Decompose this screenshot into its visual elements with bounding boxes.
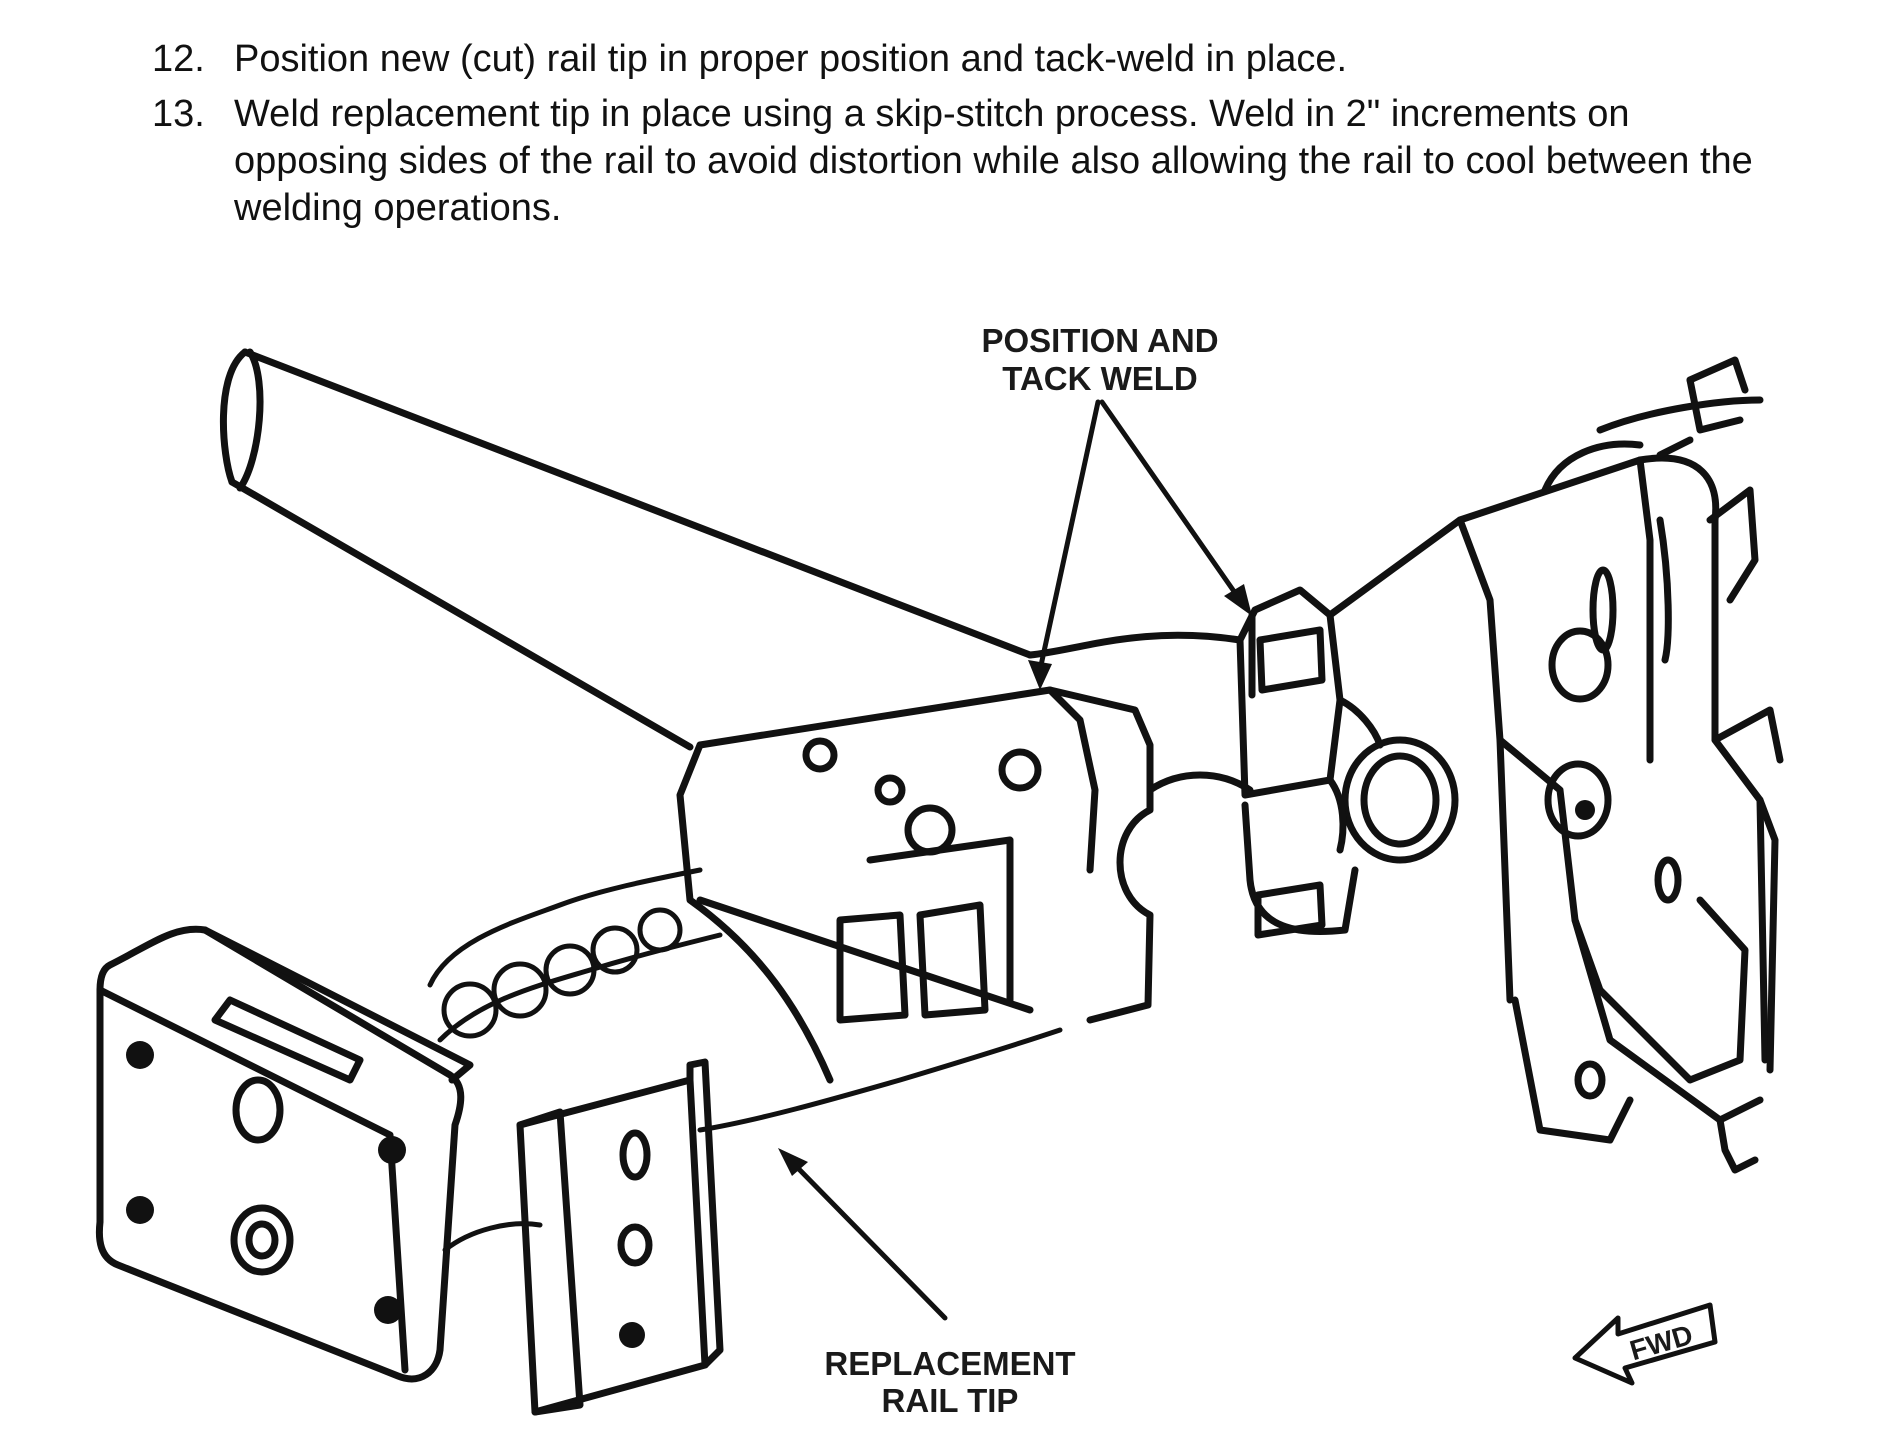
frame-stub-top-right bbox=[1541, 356, 1749, 494]
callout-replacement-rail-tip-line2: RAIL TIP bbox=[882, 1382, 1019, 1419]
instruction-step-12: 12. Position new (cut) rail tip in prope… bbox=[152, 36, 1772, 83]
instruction-step-13: 13. Weld replacement tip in place using … bbox=[152, 91, 1772, 232]
frame-section-right bbox=[1326, 376, 1784, 1174]
leader-arrowheads bbox=[778, 584, 1252, 1176]
rail-tip-block bbox=[676, 686, 1254, 1084]
instruction-list: 12. Position new (cut) rail tip in prope… bbox=[152, 36, 1772, 240]
vertical-bracket bbox=[516, 1058, 724, 1416]
step-text: Position new (cut) rail tip in proper po… bbox=[234, 38, 1348, 80]
leader-lines bbox=[787, 399, 1243, 1321]
receiver-assembly bbox=[1236, 586, 1459, 939]
callout-position-tack-weld-line2: TACK WELD bbox=[1002, 360, 1198, 397]
weld-bead bbox=[427, 867, 1063, 1253]
mounting-plate-left bbox=[95, 925, 474, 1383]
callout-position-tack-weld-line1: POSITION AND bbox=[981, 322, 1218, 359]
forward-direction-arrow: FWD bbox=[1572, 1302, 1718, 1386]
mounting-plate-holes bbox=[126, 1041, 406, 1324]
step-number: 13. bbox=[152, 93, 205, 135]
callout-replacement-rail-tip-line1: REPLACEMENT bbox=[824, 1345, 1075, 1382]
frame-rail-tube bbox=[219, 348, 1244, 751]
step-text: Weld replacement tip in place using a sk… bbox=[234, 93, 1753, 229]
step-number: 12. bbox=[152, 38, 205, 80]
